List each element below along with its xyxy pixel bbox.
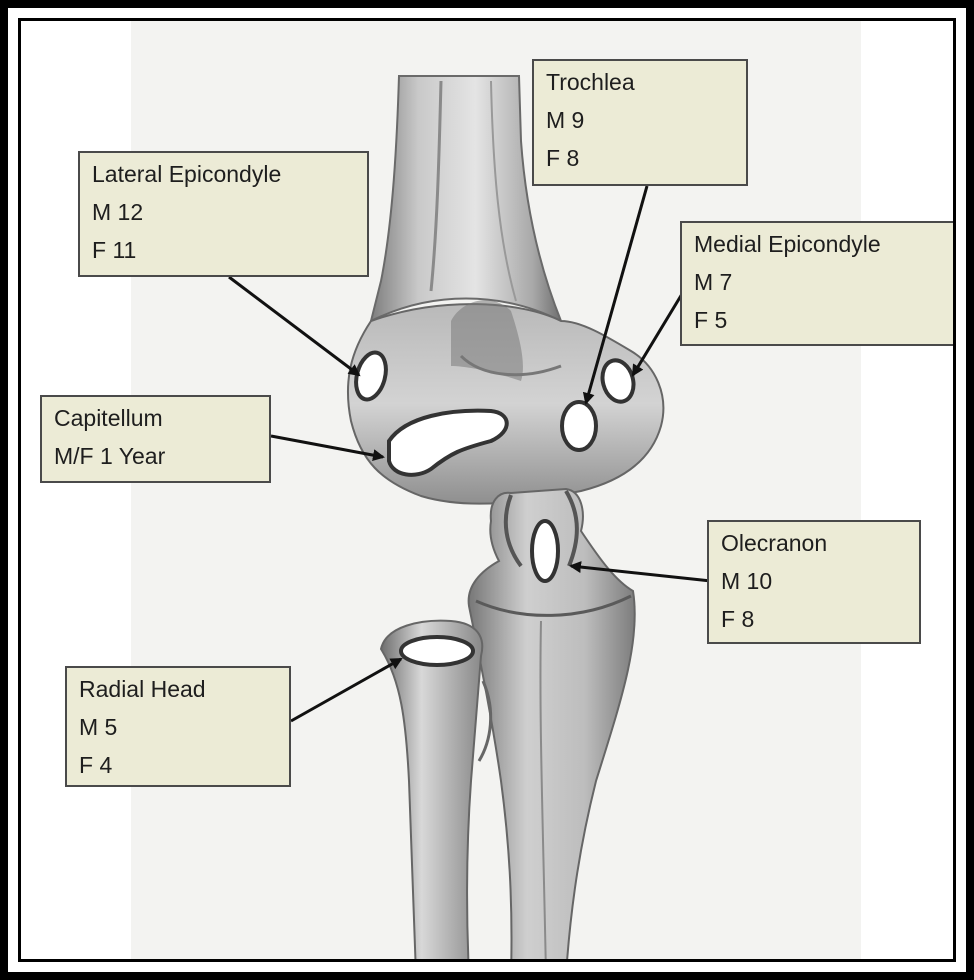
label-title: Olecranon <box>721 524 907 562</box>
label-trochlea: Trochlea M 9 F 8 <box>532 59 748 186</box>
label-male-age: M 5 <box>79 708 277 746</box>
label-olecranon: Olecranon M 10 F 8 <box>707 520 921 644</box>
label-capitellum: Capitellum M/F 1 Year <box>40 395 271 483</box>
label-radial-head: Radial Head M 5 F 4 <box>65 666 291 787</box>
label-male-age: M 10 <box>721 562 907 600</box>
radial-head-ossification-center <box>401 637 473 665</box>
image-frame-inner: Trochlea M 9 F 8 Lateral Epicondyle M 12… <box>18 18 956 962</box>
label-male-age: M 12 <box>92 193 355 231</box>
trochlea-ossification-center <box>562 402 596 450</box>
label-female-age: F 8 <box>546 139 734 177</box>
label-title: Radial Head <box>79 670 277 708</box>
label-male-age: M 9 <box>546 101 734 139</box>
label-title: Capitellum <box>54 399 257 437</box>
label-title: Lateral Epicondyle <box>92 155 355 193</box>
label-female-age: F 5 <box>694 301 942 339</box>
label-female-age: F 11 <box>92 231 355 269</box>
label-medial-epicondyle: Medial Epicondyle M 7 F 5 <box>680 221 956 346</box>
label-lateral-epicondyle: Lateral Epicondyle M 12 F 11 <box>78 151 369 277</box>
olecranon-ossification-center <box>532 521 558 581</box>
label-female-age: F 4 <box>79 746 277 784</box>
label-title: Trochlea <box>546 63 734 101</box>
label-male-age: M 7 <box>694 263 942 301</box>
label-age: M/F 1 Year <box>54 437 257 475</box>
label-female-age: F 8 <box>721 600 907 638</box>
drawing-paper: Trochlea M 9 F 8 Lateral Epicondyle M 12… <box>21 21 953 959</box>
label-title: Medial Epicondyle <box>694 225 942 263</box>
